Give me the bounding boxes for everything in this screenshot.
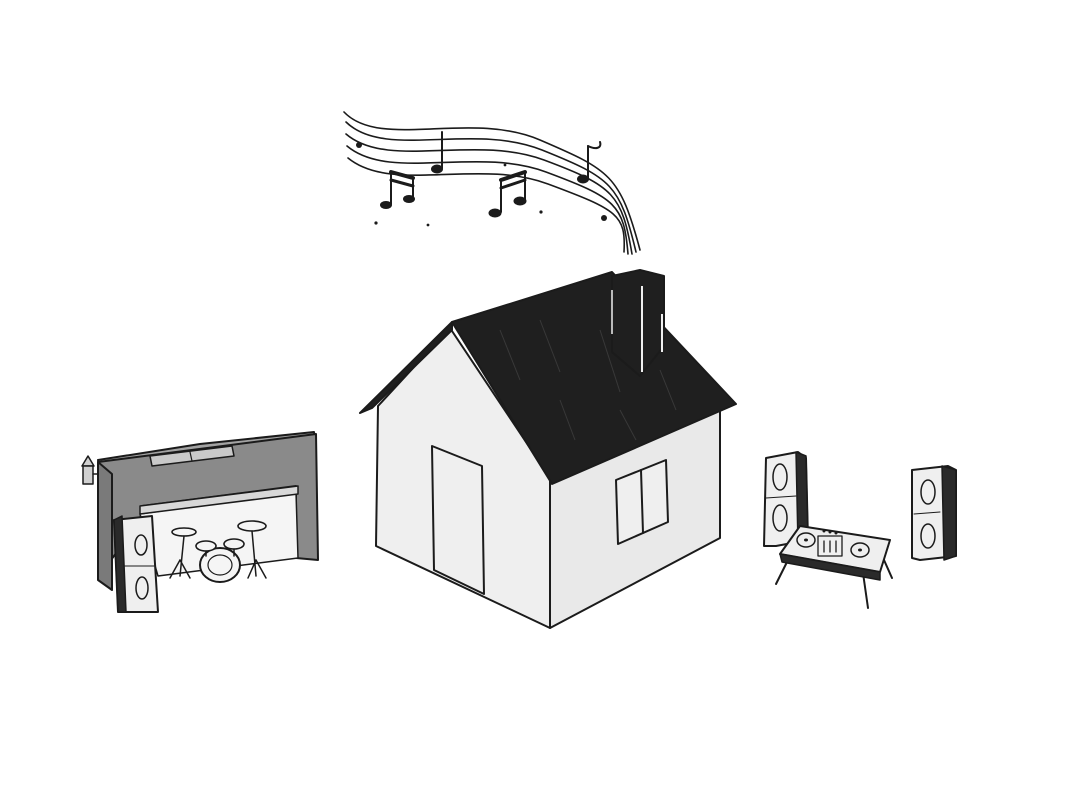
- door: [431, 445, 485, 595]
- speaker-icon: [911, 465, 957, 561]
- dj-turntable-icon: [775, 525, 893, 609]
- window: [615, 459, 669, 545]
- garage-icon: [81, 431, 319, 591]
- music-notes-icon: [343, 111, 641, 255]
- drum-kit-icon: [169, 520, 267, 583]
- wall-lamp-icon: [81, 455, 99, 485]
- house-icon: [359, 269, 737, 629]
- speaker-icon: [113, 515, 159, 613]
